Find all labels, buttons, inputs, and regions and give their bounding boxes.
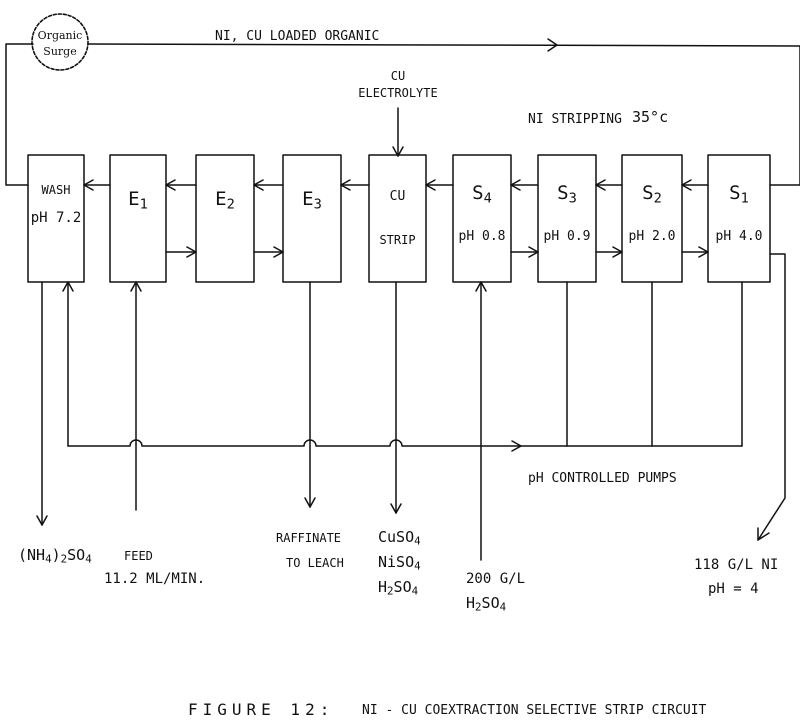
nickel-product-line — [757, 253, 786, 541]
e3-label: E3 — [302, 188, 322, 213]
raffinate-label-1: RAFFINATE — [276, 531, 342, 545]
s2-label: S2 — [642, 182, 662, 207]
loaded-organic-line — [87, 43, 800, 186]
cu-strip-box — [368, 154, 427, 283]
electrolyte-arrow — [392, 146, 404, 157]
pump-header-line — [67, 439, 743, 447]
feed-rate-label: 11.2 ML/MIN. — [104, 571, 206, 587]
s1-box — [707, 154, 771, 283]
cuso4-label: CuSO4 — [378, 528, 421, 548]
s3-box — [537, 154, 597, 283]
surge-tank-label-2: Surge — [43, 45, 77, 58]
electrolyte-label-2: ELECTROLYTE — [358, 86, 438, 100]
s4-ph: pH 0.8 — [458, 229, 506, 244]
surge-to-wash-line — [5, 43, 34, 186]
surge-tank-label-1: Organic — [37, 29, 83, 42]
figure-number: FIGURE 12: — [188, 700, 335, 719]
cu-strip-label-2: STRIP — [379, 233, 416, 247]
ni-stripping-label: NI STRIPPING — [528, 112, 622, 127]
nickel-ph-label: pH = 4 — [708, 581, 759, 597]
wash-label: WASH — [41, 183, 71, 197]
s1-label: S1 — [729, 182, 749, 207]
cu-strip-label-1: CU — [389, 189, 406, 204]
wash-ph: pH 7.2 — [30, 210, 82, 226]
e1-box — [109, 154, 167, 283]
acid-concentration-label: 200 G/L — [466, 571, 526, 587]
s2-box — [621, 154, 683, 283]
ni-stripping-temp: 35°c — [632, 108, 669, 126]
nickel-product-label: 118 G/L NI — [694, 557, 779, 573]
feed-label: FEED — [124, 549, 153, 563]
h2so4-product-label: H2SO4 — [378, 578, 419, 598]
acid-label: H2SO4 — [466, 594, 507, 614]
e2-label: E2 — [215, 188, 235, 213]
e1-label: E1 — [128, 188, 148, 213]
s3-ph: pH 0.9 — [543, 229, 591, 244]
pumps-label: pH CONTROLLED PUMPS — [528, 471, 677, 486]
s4-box — [452, 154, 512, 283]
e3-box — [282, 154, 342, 283]
s2-ph: pH 2.0 — [628, 229, 676, 244]
pump-header-arrow — [511, 440, 522, 452]
organic-surge-tank — [31, 13, 89, 71]
wash-box — [27, 154, 85, 283]
niso4-label: NiSO4 — [378, 553, 421, 573]
top-line-arrow — [547, 38, 558, 52]
loaded-organic-label: NI, CU LOADED ORGANIC — [215, 29, 380, 44]
raffinate-label-2: TO LEACH — [286, 556, 344, 570]
s3-label: S3 — [557, 182, 577, 207]
wash-output-label: (NH4)2SO4 — [18, 546, 92, 566]
s4-label: S4 — [472, 182, 492, 207]
figure-caption: NI - CU COEXTRACTION SELECTIVE STRIP CIR… — [362, 703, 707, 718]
e2-box — [195, 154, 255, 283]
electrolyte-label-1: CU — [390, 69, 406, 83]
s1-ph: pH 4.0 — [715, 229, 763, 244]
